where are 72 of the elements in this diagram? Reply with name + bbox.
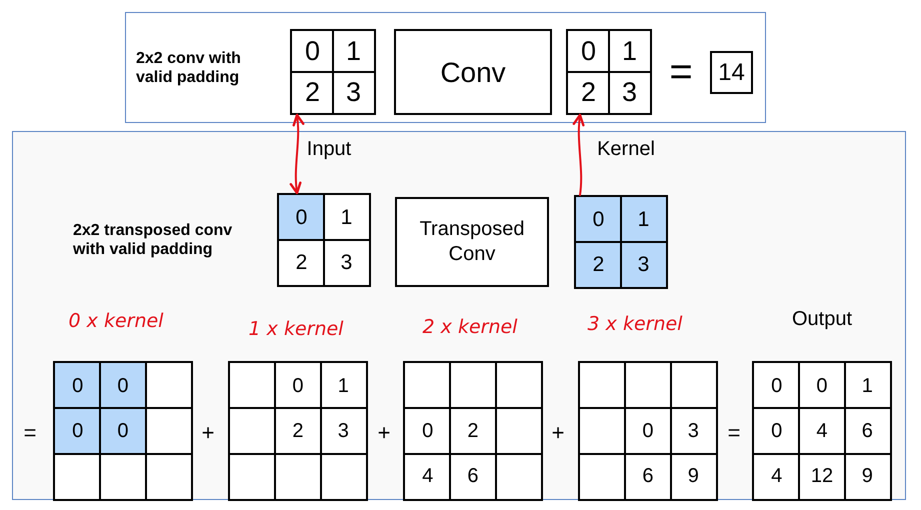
operator-symbol: + bbox=[552, 422, 564, 444]
matrix-cell: 0 bbox=[275, 363, 321, 408]
matrix-cell: 0 bbox=[292, 31, 333, 72]
operator-symbol: = bbox=[669, 52, 693, 92]
matrix-cell: 6 bbox=[844, 408, 890, 454]
annotation-arrow bbox=[290, 114, 304, 194]
handwritten-note: 3 x kernel bbox=[588, 313, 682, 335]
matrix-cell: 2 bbox=[292, 72, 333, 113]
matrix-grid bbox=[403, 361, 543, 501]
grid-caption: Output bbox=[792, 308, 852, 330]
operator-symbol: = bbox=[728, 422, 740, 444]
handwritten-note: 1 x kernel bbox=[248, 318, 344, 340]
operator-symbol: + bbox=[202, 422, 214, 444]
matrix-cell: 3 bbox=[324, 240, 369, 285]
matrix-cell: 1 bbox=[621, 197, 666, 242]
operator-symbol: = bbox=[24, 422, 36, 444]
handwritten-note: 0 x kernel bbox=[68, 310, 164, 332]
matrix-cell: 4 bbox=[799, 408, 845, 454]
panel-heading: 2x2 conv with valid padding bbox=[136, 49, 242, 87]
matrix-cell: 0 bbox=[625, 408, 671, 454]
matrix-cell: 6 bbox=[625, 454, 671, 499]
result-box: 14 bbox=[710, 51, 753, 94]
matrix-cell: 1 bbox=[320, 363, 366, 408]
matrix-grid bbox=[578, 361, 718, 501]
matrix-cell: 3 bbox=[621, 242, 666, 287]
matrix-cell: 0 bbox=[568, 31, 609, 72]
matrix-cell: 9 bbox=[670, 454, 716, 499]
matrix-cell: 3 bbox=[333, 72, 374, 113]
matrix-cell: 9 bbox=[844, 454, 890, 499]
matrix-grid bbox=[53, 361, 193, 501]
matrix-grid bbox=[228, 361, 368, 501]
matrix-grid bbox=[277, 193, 371, 287]
matrix-cell: 4 bbox=[754, 454, 800, 499]
matrix-grid bbox=[752, 361, 892, 501]
matrix-cell: 0 bbox=[279, 195, 324, 240]
matrix-cell: 3 bbox=[670, 408, 716, 454]
matrix-cell: 2 bbox=[279, 240, 324, 285]
matrix-cell: 3 bbox=[320, 408, 366, 454]
matrix-cell: 1 bbox=[333, 31, 374, 72]
matrix-grid bbox=[566, 29, 652, 115]
matrix-cell: 12 bbox=[799, 454, 845, 499]
matrix-cell: 0 bbox=[799, 363, 845, 408]
grid-caption: Input bbox=[306, 138, 352, 160]
matrix-cell: 1 bbox=[609, 31, 650, 72]
matrix-cell: 1 bbox=[844, 363, 890, 408]
matrix-cell: 6 bbox=[450, 454, 496, 499]
matrix-cell: 0 bbox=[100, 408, 146, 454]
matrix-cell: 3 bbox=[609, 72, 650, 113]
matrix-cell: 0 bbox=[754, 363, 800, 408]
section-panel bbox=[125, 12, 766, 123]
matrix-cell: 2 bbox=[576, 242, 621, 287]
operator-symbol: + bbox=[378, 422, 390, 444]
matrix-cell: 0 bbox=[55, 363, 100, 408]
section-panel bbox=[12, 131, 906, 500]
matrix-cell: 2 bbox=[275, 408, 321, 454]
operation-box: Conv bbox=[394, 29, 552, 115]
matrix-cell: 2 bbox=[568, 72, 609, 113]
matrix-cell: 2 bbox=[450, 408, 496, 454]
matrix-grid bbox=[290, 29, 376, 115]
matrix-cell: 0 bbox=[55, 408, 100, 454]
matrix-cell: 0 bbox=[576, 197, 621, 242]
matrix-cell: 0 bbox=[100, 363, 146, 408]
handwritten-note: 2 x kernel bbox=[422, 316, 518, 338]
matrix-grid bbox=[574, 195, 668, 289]
matrix-cell: 4 bbox=[405, 454, 450, 499]
annotation-arrow bbox=[572, 114, 585, 196]
matrix-cell: 0 bbox=[405, 408, 450, 454]
matrix-cell: 0 bbox=[754, 408, 800, 454]
operation-box: Transposed Conv bbox=[395, 197, 549, 287]
panel-heading: 2x2 transposed conv with valid padding bbox=[73, 221, 234, 259]
grid-caption: Kernel bbox=[597, 138, 655, 160]
matrix-cell: 1 bbox=[324, 195, 369, 240]
